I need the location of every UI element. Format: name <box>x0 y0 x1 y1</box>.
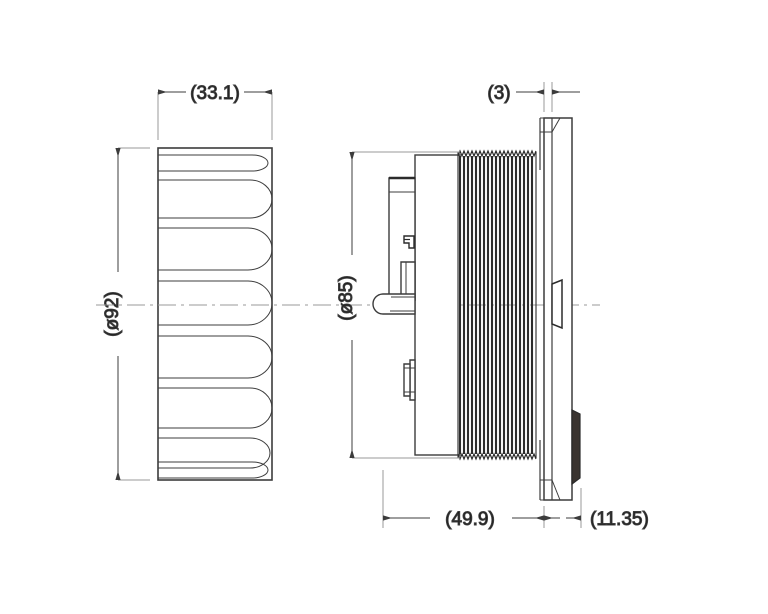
dim-label-dia-85: (ø85) <box>336 275 357 320</box>
bezel-center-slot <box>551 278 563 330</box>
center-lug <box>372 293 416 315</box>
bezel-faceplate <box>539 117 581 501</box>
thread-crest-bottom <box>457 452 537 461</box>
fin-body-outline <box>157 147 273 481</box>
fin-slot-group <box>158 154 273 479</box>
dim-label-thickness: (3) <box>487 83 510 104</box>
fin-slot <box>158 179 273 219</box>
dim-label-dia-92: (ø92) <box>102 291 123 336</box>
fin-slot <box>158 387 273 429</box>
dim-label-width: (33.1) <box>190 83 240 104</box>
dim-label-projection: (11.35) <box>590 509 649 530</box>
body-block <box>414 154 461 456</box>
fin-slot <box>158 437 271 469</box>
dim-thickness-3 <box>516 82 580 112</box>
gasket-strip <box>571 409 581 486</box>
dim-dia-85 <box>349 151 460 459</box>
side-section-view <box>372 117 581 501</box>
lower-connector-boss <box>403 359 416 401</box>
fin-slot <box>158 227 273 271</box>
mid-boss <box>400 261 416 301</box>
fin-slot <box>158 461 269 479</box>
keyway-mark <box>403 235 415 249</box>
bezel-outline <box>543 117 573 501</box>
fin-slot <box>158 154 269 172</box>
threaded-barrel <box>457 149 537 461</box>
dim-label-length: (49.9) <box>445 509 495 530</box>
rear-fin-view <box>157 147 273 481</box>
fin-slot <box>158 280 273 326</box>
thread-hatch <box>458 156 534 454</box>
thread-crest-top <box>457 149 537 158</box>
dim-projection-11-35 <box>544 488 582 528</box>
dim-width-33-1 <box>157 89 273 140</box>
dim-dia-92 <box>115 147 150 481</box>
fin-slot <box>158 335 273 379</box>
